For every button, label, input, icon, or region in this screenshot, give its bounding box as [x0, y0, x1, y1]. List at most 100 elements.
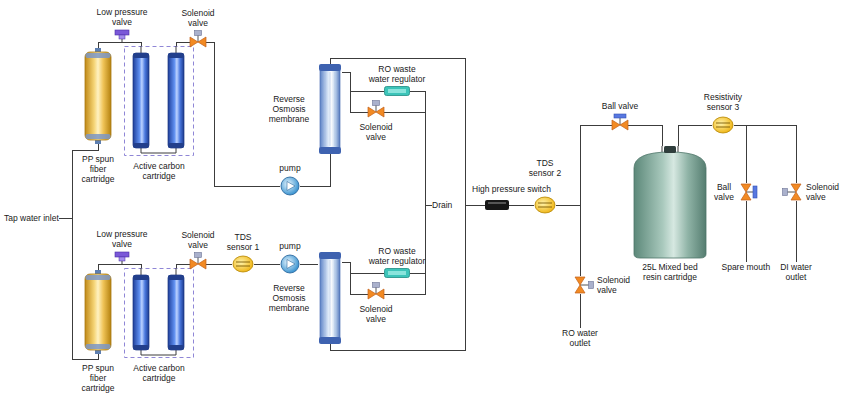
ball-valve-symbol-part — [753, 186, 757, 198]
membrane-symbol-part — [319, 64, 341, 71]
terminal-node: DI water outlet — [776, 262, 816, 282]
component-label: High pressure switch — [472, 184, 562, 194]
pump-symbol-part — [287, 260, 295, 269]
solenoid-valve-symbol-part — [783, 189, 788, 196]
carbon-cartridge-symbol-part — [125, 47, 194, 156]
component-label: Low pressure valve — [94, 7, 150, 27]
pipe-line — [330, 205, 485, 350]
component-label: Solenoid valve — [806, 182, 842, 202]
carbon-cartridge-symbol-part — [168, 53, 184, 148]
resin-tank-symbol — [630, 146, 710, 258]
solenoid-valve-symbol-part — [376, 105, 377, 112]
solenoid-valve-symbol-part — [376, 287, 377, 294]
component-node: Ball valve — [740, 183, 758, 201]
component-node: Solenoid valve — [190, 30, 206, 48]
carbon-cartridge-symbol-part — [168, 53, 184, 58]
component-node: pump — [280, 254, 300, 274]
pump-symbol-part — [281, 255, 299, 273]
membrane-symbol — [318, 64, 342, 154]
label-holder: Resistivity sensor 3 — [699, 92, 747, 112]
pipe-line — [556, 205, 580, 276]
carbon-cartridge-symbol-part — [168, 143, 184, 148]
label-holder: Solenoid valve — [597, 275, 637, 295]
sensor-symbol — [534, 196, 556, 214]
pipe-line — [122, 264, 141, 268]
component-label: RO waste water regulator — [368, 64, 427, 84]
label-holder: Solenoid valve — [806, 182, 842, 202]
component-node: Solenoid valve — [782, 183, 804, 201]
component-label: Solenoid valve — [177, 230, 219, 250]
ball-valve-symbol-part — [612, 120, 628, 130]
carbon-cartridge-symbol-part — [133, 53, 149, 58]
component-node: 25L Mixed bed resin cartridge — [630, 146, 710, 258]
carbon-cartridge-symbol-part — [168, 345, 184, 350]
component-label: PP spun fiber cartridge — [74, 154, 122, 184]
pipe-line — [300, 154, 330, 186]
sensor-symbol-part — [713, 117, 733, 133]
label-holder: Active carbon cartridge — [128, 161, 190, 181]
solenoid-valve-symbol-part — [368, 289, 384, 299]
component-node: Solenoid valve — [190, 252, 206, 270]
component-node: pump — [280, 176, 300, 196]
pipe-line — [342, 262, 368, 294]
solenoid-valve-symbol — [190, 30, 206, 48]
regulator-symbol — [384, 268, 410, 278]
terminal-label: Spare mouth — [722, 262, 771, 272]
component-label: Solenoid valve — [355, 304, 397, 324]
solenoid-valve-symbol-part — [195, 31, 202, 36]
label-holder: pump — [270, 163, 310, 173]
label-holder: Low pressure valve — [94, 7, 150, 27]
label-holder: Reverse Osmosis membrane — [264, 283, 314, 313]
terminal-node: Spare mouth — [722, 262, 771, 272]
carbon-cartridge-symbol-part — [133, 275, 149, 280]
ball-valve-symbol — [740, 183, 758, 201]
solenoid-valve-symbol — [782, 183, 804, 201]
pipe-line — [746, 201, 747, 262]
component-label: PP spun fiber cartridge — [74, 363, 122, 393]
pipe-line — [410, 91, 432, 205]
membrane-symbol-part — [319, 337, 341, 344]
sensor-symbol-part — [538, 203, 552, 207]
component-node: PP spun fiber cartridge — [84, 270, 112, 354]
component-node: Solenoid valve — [572, 276, 594, 294]
terminal-node: Drain — [432, 200, 453, 210]
solenoid-valve-symbol — [190, 252, 206, 270]
component-node: Solenoid valve — [368, 282, 384, 300]
component-node: RO waste water regulator — [384, 86, 410, 96]
regulator-symbol — [384, 86, 410, 96]
solenoid-valve-symbol — [368, 100, 384, 118]
resin-tank-symbol-part — [664, 146, 676, 153]
low-pressure-valve-symbol — [114, 252, 130, 264]
pipe-line — [330, 58, 485, 205]
sensor-symbol-part — [236, 262, 250, 266]
membrane-symbol-part — [319, 147, 341, 154]
terminal-label: RO water outlet — [558, 328, 602, 348]
label-holder: TDS sensor 1 — [224, 232, 262, 252]
solenoid-valve-symbol — [368, 282, 384, 300]
membrane-symbol-part — [320, 258, 340, 338]
pp-cartridge-symbol — [84, 270, 112, 354]
solenoid-valve-symbol-part — [190, 259, 206, 269]
solenoid-valve-symbol-part — [589, 282, 594, 289]
regulator-symbol-part — [388, 271, 406, 275]
solenoid-valve-symbol-part — [580, 285, 589, 286]
solenoid-valve-symbol-part — [198, 35, 199, 42]
low-pressure-valve-symbol-part — [122, 39, 123, 42]
pp-cartridge-symbol-part — [86, 275, 111, 280]
sensor-symbol-part — [233, 256, 253, 272]
label-holder: Solenoid valve — [177, 230, 219, 250]
component-label: Solenoid valve — [355, 122, 397, 142]
label-holder: TDS sensor 2 — [526, 158, 564, 178]
component-node: Active carbon cartridge — [124, 46, 194, 156]
pump-symbol-part — [281, 177, 299, 195]
carbon-cartridge-symbol-part — [133, 143, 149, 148]
membrane-symbol-part — [325, 260, 335, 336]
component-label: Resistivity sensor 3 — [699, 92, 747, 112]
carbon-cartridge-symbol-part — [133, 275, 149, 350]
pipe-line — [556, 125, 612, 205]
solenoid-valve-symbol-part — [373, 101, 380, 106]
carbon-cartridge-symbol-part — [133, 53, 149, 148]
pipe-line — [206, 264, 232, 265]
pipe-line — [734, 125, 746, 183]
component-label: RO waste water regulator — [368, 246, 427, 266]
